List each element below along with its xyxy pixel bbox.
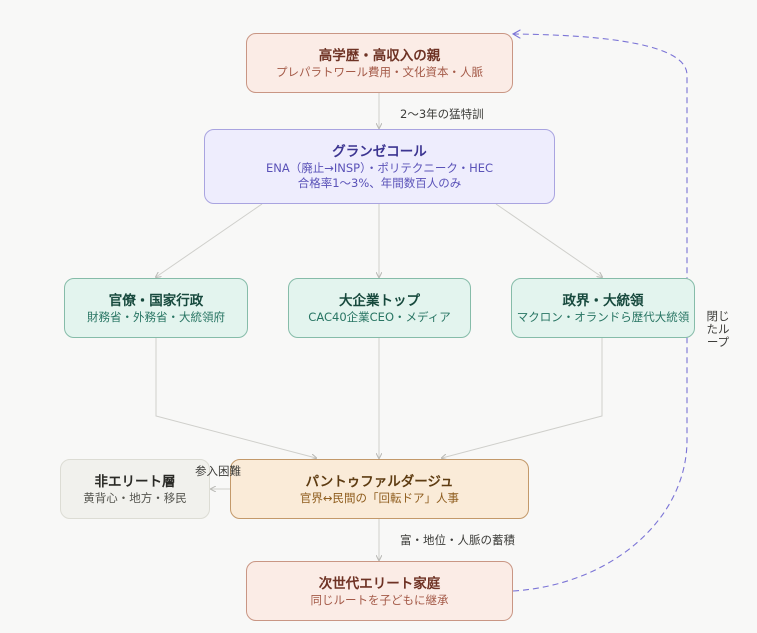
node-pantouflage: パントゥファルダージュ 官界↔民間の「回転ドア」人事: [230, 459, 529, 519]
node-title: 大企業トップ: [339, 292, 420, 309]
node-subtitle: 官界↔民間の「回転ドア」人事: [299, 490, 460, 505]
node-grande-ecole: グランゼコール ENA（廃止→INSP）・ポリテクニーク・HEC 合格率1〜3%…: [204, 129, 555, 204]
node-title: グランゼコール: [332, 143, 427, 160]
edge-grande-to-pol: [495, 203, 602, 277]
edge-bureau-to-pant: [155, 338, 316, 458]
node-subtitle: 財務省・外務省・大統領府: [87, 309, 225, 324]
node-subtitle: 黄背心・地方・移民: [83, 490, 187, 505]
node-non-elite: 非エリート層 黄背心・地方・移民: [60, 459, 210, 519]
node-subtitle-2: 合格率1〜3%、年間数百人のみ: [297, 175, 462, 190]
node-title: 高学歴・高収入の親: [318, 47, 441, 64]
node-next-generation: 次世代エリート家庭 同じルートを子どもに継承: [246, 561, 513, 621]
node-elite-parents: 高学歴・高収入の親 プレパラトワール費用・文化資本・人脈: [246, 33, 513, 93]
node-subtitle: 同じルートを子どもに継承: [310, 592, 449, 607]
edge-label-accumulation: 富・地位・人脈の蓄積: [400, 533, 515, 547]
node-corporate: 大企業トップ CAC40企業CEO・メディア: [288, 278, 471, 338]
edge-label-training: 2〜3年の猛特訓: [400, 107, 484, 121]
node-title: 官僚・国家行政: [108, 292, 204, 309]
node-title: 政界・大統領: [562, 292, 644, 309]
node-bureaucracy: 官僚・国家行政 財務省・外務省・大統領府: [64, 278, 248, 338]
edge-grande-to-bureau: [156, 203, 263, 277]
node-title: 非エリート層: [94, 473, 176, 490]
node-subtitle: マクロン・オランドら歴代大統領: [516, 309, 690, 324]
node-title: パントゥファルダージュ: [305, 473, 454, 490]
node-politics: 政界・大統領 マクロン・オランドら歴代大統領: [511, 278, 695, 338]
node-subtitle: ENA（廃止→INSP）・ポリテクニーク・HEC: [265, 160, 494, 175]
edge-loop-next-to-parents: [513, 34, 688, 592]
node-title: 次世代エリート家庭: [318, 575, 441, 592]
edge-label-closed-loop: 閉じたループ: [706, 309, 730, 349]
edge-pol-to-pant: [442, 338, 603, 458]
node-subtitle: CAC40企業CEO・メディア: [308, 309, 451, 324]
node-subtitle: プレパラトワール費用・文化資本・人脈: [276, 64, 483, 79]
edge-label-barrier: 参入困難: [195, 464, 241, 478]
